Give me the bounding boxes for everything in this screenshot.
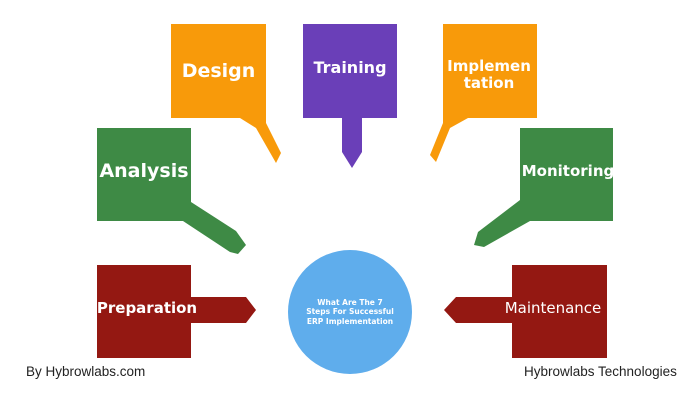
step-training-label: Training	[313, 57, 387, 77]
step-maintenance-label: Maintenance	[504, 299, 602, 318]
step-analysis-shape	[97, 128, 246, 254]
step-implementation-shape	[430, 24, 537, 162]
step-maintenance-shape	[444, 265, 607, 358]
step-monitoring-label: Monitoring	[521, 162, 615, 181]
step-design-label: Design	[181, 60, 256, 83]
step-design-callout	[171, 24, 281, 163]
step-monitoring-callout	[474, 128, 613, 247]
step-training-shape	[303, 24, 397, 168]
step-maintenance-callout	[444, 265, 607, 358]
step-preparation-callout	[97, 265, 256, 358]
footer-credit-left: By Hybrowlabs.com	[26, 364, 146, 379]
step-preparation-label: Preparation	[96, 299, 198, 318]
center-title: What Are The 7 Steps For Successful ERP …	[306, 297, 394, 326]
step-implementation-label: Implementation	[447, 56, 531, 92]
step-analysis-label: Analysis	[99, 160, 189, 183]
footer-credit-right: Hybrowlabs Technologies	[524, 364, 677, 379]
step-preparation-shape	[97, 265, 256, 358]
step-analysis-callout	[97, 128, 246, 254]
step-design-shape	[171, 24, 281, 163]
step-implementation-callout	[430, 24, 537, 162]
step-monitoring-shape	[474, 128, 613, 247]
center-circle	[288, 250, 412, 374]
step-training-callout	[303, 24, 397, 168]
